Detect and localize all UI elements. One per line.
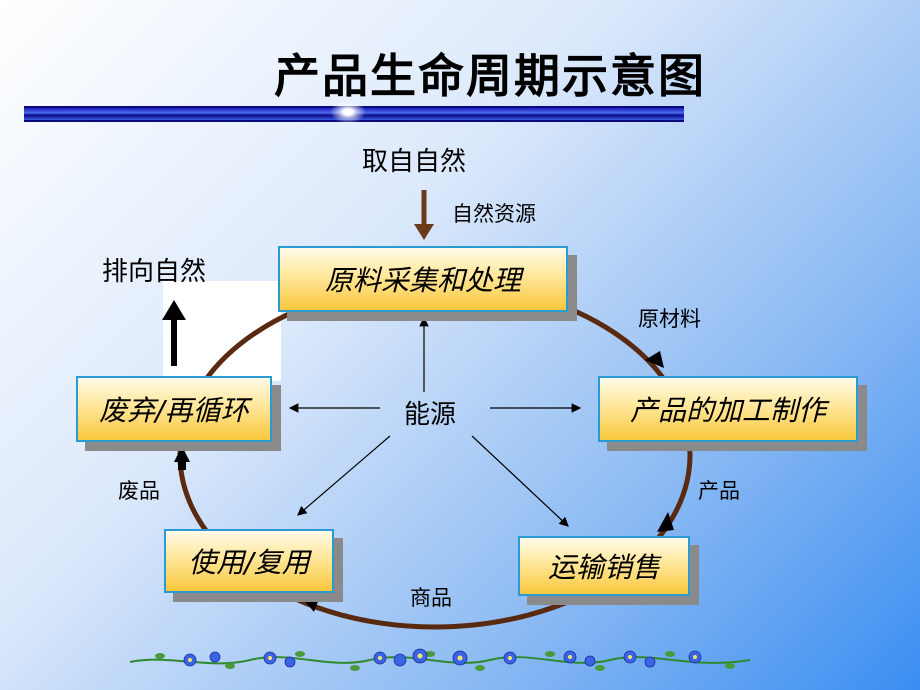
flow-label-waste-products: 废品	[118, 479, 160, 503]
node-use-reuse: 使用/复用	[164, 529, 334, 593]
sink-label: 排向自然	[102, 257, 207, 287]
node-transport-sales-label: 运输销售	[547, 551, 660, 584]
node-waste-recycling: 废弃/再循环	[76, 376, 272, 442]
node-waste-recycling-label: 废弃/再循环	[99, 394, 249, 427]
flow-label-goods: 商品	[410, 586, 452, 610]
node-product-manufacturing: 产品的加工制作	[598, 376, 858, 442]
page-title: 产品生命周期示意图	[274, 49, 706, 103]
sparkle-decoration	[330, 100, 366, 124]
flow-label-products: 产品	[698, 479, 740, 503]
sink-arrowhead	[162, 300, 186, 320]
node-product-manufacturing-label: 产品的加工制作	[629, 394, 826, 427]
energy-arrow-to-sales	[471, 435, 569, 527]
node-transport-sales: 运输销售	[518, 536, 690, 596]
center-label-energy: 能源	[404, 400, 457, 430]
flower-vine-decoration	[130, 648, 750, 671]
cycle-arrowhead-manufacture-to-sales	[657, 512, 674, 532]
source-label: 取自自然	[362, 147, 467, 177]
node-use-reuse-label: 使用/复用	[188, 546, 310, 579]
energy-arrow-to-use	[297, 435, 391, 516]
node-raw-material-processing-label: 原料采集和处理	[324, 264, 521, 297]
resource-arrowhead	[414, 224, 434, 240]
flow-label-natural-resources: 自然资源	[452, 202, 536, 226]
cycle-arrow-shaft-use-to-waste	[178, 458, 186, 470]
flow-label-raw-materials: 原材料	[638, 307, 701, 331]
cycle-arrowhead-raw-to-manufacture	[645, 351, 664, 368]
cycle-arrowhead-sales-to-use	[302, 596, 320, 612]
node-raw-material-processing: 原料采集和处理	[278, 246, 568, 312]
